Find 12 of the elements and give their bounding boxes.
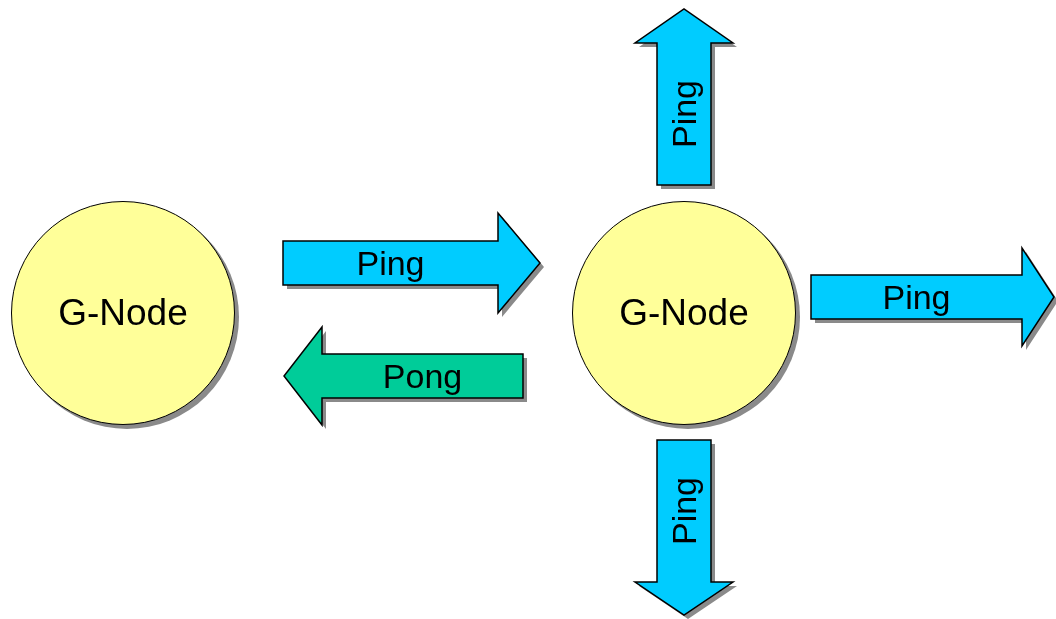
block-arrow xyxy=(282,210,544,317)
block-arrow xyxy=(283,324,527,429)
edge-label: Ping xyxy=(667,79,701,149)
block-arrow xyxy=(632,8,737,189)
edge-label: Ping xyxy=(356,246,425,280)
edge-label: Ping xyxy=(667,476,701,546)
node-label: G-Node xyxy=(619,292,749,334)
edge-label: Pong xyxy=(382,359,463,393)
edge-label: Ping xyxy=(882,280,951,314)
node-label: G-Node xyxy=(58,292,188,334)
block-arrow xyxy=(632,439,737,619)
block-arrow xyxy=(810,245,1056,350)
